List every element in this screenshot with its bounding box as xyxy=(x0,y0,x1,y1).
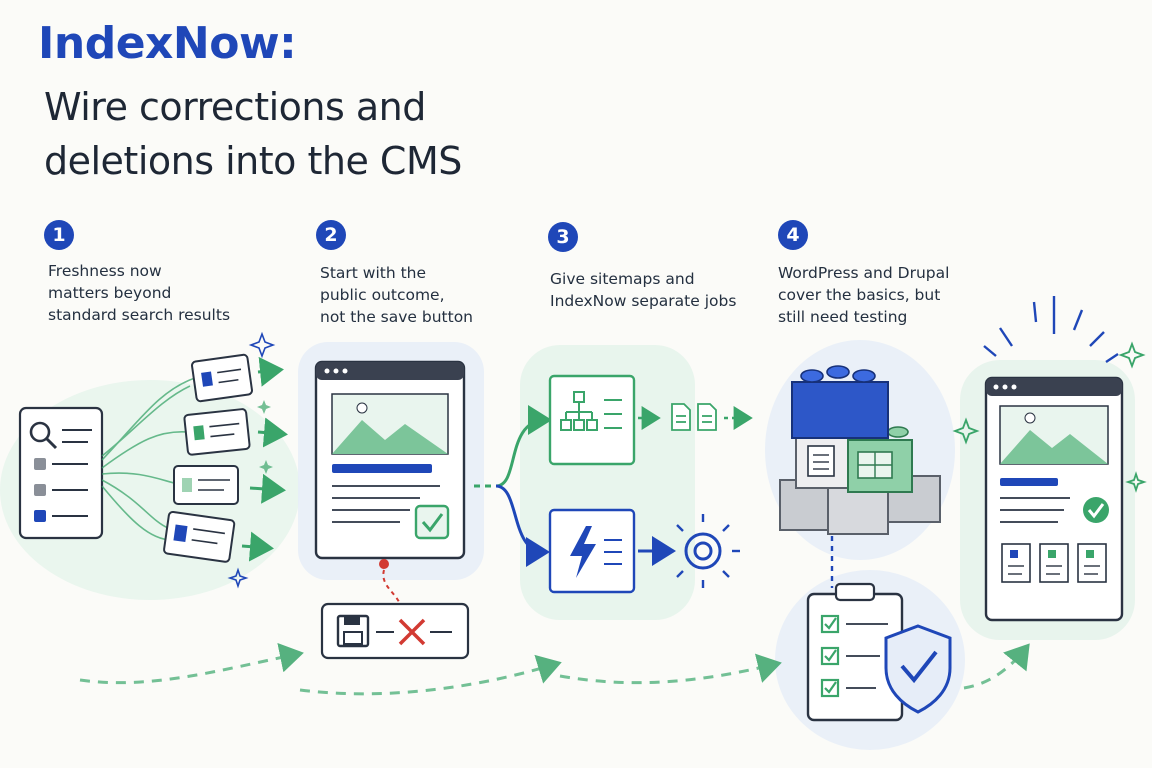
x-mark-icon xyxy=(398,618,426,646)
search-icon xyxy=(29,421,58,450)
step-1-text: Freshness now matters beyond standard se… xyxy=(48,262,231,324)
lightning-bolt-icon xyxy=(548,508,636,594)
clipboard-checklist-icon xyxy=(806,582,904,722)
final-page-window xyxy=(984,376,1124,622)
step-1-arrows xyxy=(241,356,288,562)
sparkle-icon xyxy=(227,331,276,589)
step-2-number: 2 xyxy=(316,220,346,250)
bottom-flow-arrows xyxy=(79,642,1030,696)
building-blocks-icon xyxy=(779,365,941,535)
step-3-number: 3 xyxy=(548,222,578,252)
save-button-failed xyxy=(320,602,470,660)
browser-window-icon xyxy=(314,360,466,560)
branch-connector xyxy=(474,405,552,567)
ping-target-icon xyxy=(666,514,740,588)
step-3-text: Give sitemaps and IndexNow separate jobs xyxy=(550,270,737,310)
sparkle-icon xyxy=(983,296,1119,363)
step-4-text: WordPress and Drupal cover the basics, b… xyxy=(778,264,950,326)
sparkle-icon xyxy=(952,341,1147,493)
save-disk-icon xyxy=(336,614,370,648)
save-to-publish-link xyxy=(379,559,401,605)
sitemap-icon xyxy=(548,374,636,466)
document-icon xyxy=(671,403,717,431)
checkmark-icon xyxy=(414,504,450,540)
search-results-panel xyxy=(18,406,104,540)
title-line-1: IndexNow: xyxy=(38,18,297,69)
step-4-number: 4 xyxy=(778,220,808,250)
title-line-2: Wire corrections and deletions into the … xyxy=(44,85,462,183)
freshness-streams xyxy=(101,377,196,541)
result-cards xyxy=(163,353,253,563)
step-2-text: Start with the public outcome, not the s… xyxy=(320,264,474,326)
shield-check-icon xyxy=(884,624,952,714)
checkmark-icon xyxy=(1083,497,1109,523)
step-1-number: 1 xyxy=(44,220,74,250)
